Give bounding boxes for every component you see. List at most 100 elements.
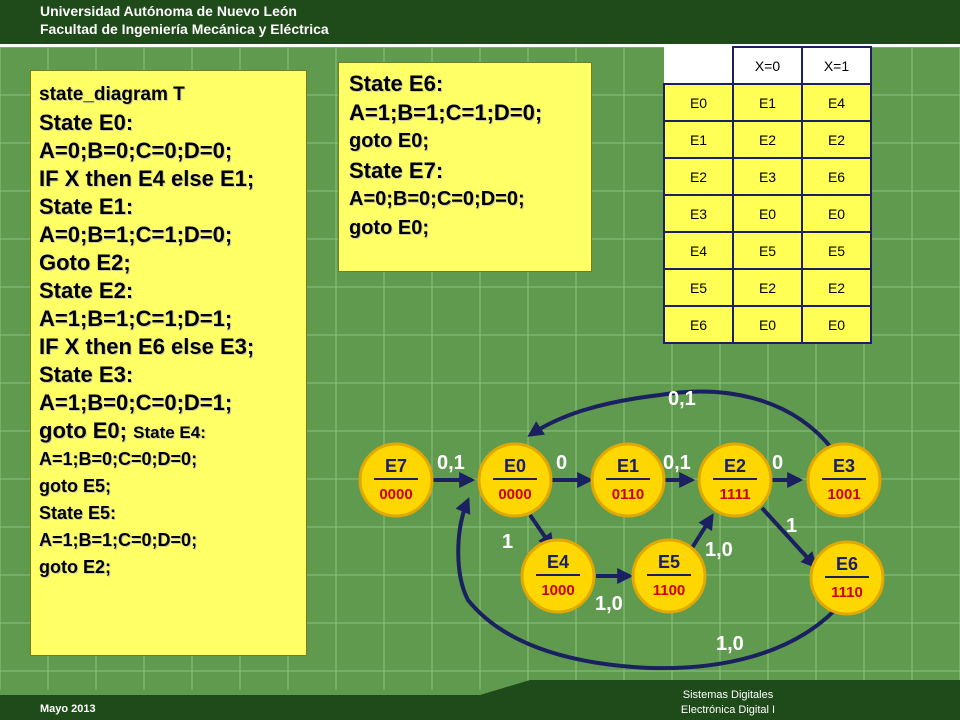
code-line: State E1: bbox=[39, 194, 134, 219]
state-code: 0000 bbox=[498, 486, 531, 503]
state-cell: E5 bbox=[663, 268, 734, 307]
code-line: Goto E2; bbox=[39, 250, 131, 275]
code-line: IF X then E6 else E3; bbox=[39, 334, 255, 359]
next-state-x0: E1 bbox=[732, 83, 803, 122]
code-line: A=0;B=0;C=0;D=0; bbox=[349, 188, 525, 210]
state-code: 1100 bbox=[653, 582, 686, 599]
state-name: E4 bbox=[547, 552, 569, 572]
next-state-x1: E5 bbox=[801, 231, 872, 270]
code-line: A=1;B=1;C=1;D=1; bbox=[39, 306, 233, 331]
edge-label: 0,1 bbox=[663, 452, 691, 474]
code-line: State E5: bbox=[39, 503, 117, 523]
state-name: E6 bbox=[836, 554, 858, 574]
edge-label: 1 bbox=[502, 531, 513, 553]
code-line: State E6: bbox=[349, 71, 444, 96]
state-name: E1 bbox=[617, 456, 639, 476]
next-state-x0: E3 bbox=[732, 157, 803, 196]
state-cell: E1 bbox=[663, 120, 734, 159]
state-cell: E6 bbox=[663, 305, 734, 344]
state-node-e4: E4 1000 bbox=[520, 538, 596, 614]
code-line: A=0;B=1;C=1;D=0; bbox=[39, 222, 233, 247]
next-state-x1: E2 bbox=[801, 120, 872, 159]
state-code: 1111 bbox=[720, 486, 751, 503]
state-code: 1110 bbox=[831, 584, 863, 601]
edge-e3-e0 bbox=[527, 389, 835, 452]
state-node-e7: E7 0000 bbox=[358, 442, 434, 518]
footer-course: Sistemas Digitales bbox=[682, 689, 774, 701]
code-line: IF X then E4 else E1; bbox=[39, 166, 255, 191]
code-line-combined: goto E0; State E4: bbox=[39, 417, 306, 446]
university-name: Universidad Autónoma de Nuevo León bbox=[40, 3, 297, 19]
code-line: A=1;B=0;C=0;D=1; bbox=[39, 390, 233, 415]
next-state-x0: E5 bbox=[732, 231, 803, 270]
code-line: State E2: bbox=[39, 278, 134, 303]
state-cell: E4 bbox=[663, 231, 734, 270]
code-line: goto E0; bbox=[349, 130, 429, 152]
state-name: E7 bbox=[385, 456, 407, 476]
state-name: E5 bbox=[658, 552, 680, 572]
next-state-x1: E0 bbox=[801, 194, 872, 233]
next-state-x1: E0 bbox=[801, 305, 872, 344]
code-line: A=1;B=1;C=1;D=0; bbox=[349, 100, 543, 125]
state-node-e5: E5 1100 bbox=[631, 538, 707, 614]
state-code: 0110 bbox=[612, 486, 645, 503]
state-name: E3 bbox=[833, 456, 855, 476]
edge-label: 0,1 bbox=[437, 452, 465, 474]
footer-date: Mayo 2013 bbox=[40, 703, 96, 715]
state-node-e1: E1 0110 bbox=[590, 442, 666, 518]
next-state-x0: E2 bbox=[732, 120, 803, 159]
code-line: State E4: bbox=[133, 423, 206, 442]
state-cell: E0 bbox=[663, 83, 734, 122]
state-code: 1000 bbox=[541, 582, 574, 599]
state-code: 1001 bbox=[827, 486, 860, 503]
code-line: State E0: bbox=[39, 110, 134, 135]
diagram-nodes: E70000E00000E10110E21111E31001E41000E511… bbox=[358, 442, 885, 616]
state-name: E0 bbox=[504, 456, 526, 476]
next-state-x0: E0 bbox=[732, 194, 803, 233]
state-code-box-right: State E6: A=1;B=1;C=1;D=0; goto E0; Stat… bbox=[338, 62, 592, 272]
edge-e5-e2 bbox=[690, 513, 714, 550]
footer-course-subtitle: Electrónica Digital I bbox=[680, 704, 776, 716]
next-state-x0: E0 bbox=[732, 305, 803, 344]
code-line: goto E2; bbox=[39, 557, 111, 577]
next-state-x1: E4 bbox=[801, 83, 872, 122]
faculty-name: Facultad de Ingeniería Mecánica y Eléctr… bbox=[40, 21, 329, 37]
state-cell: E2 bbox=[663, 157, 734, 196]
edge-e2-e6 bbox=[760, 506, 818, 569]
next-state-x1: E6 bbox=[801, 157, 872, 196]
code-line: goto E0; bbox=[39, 418, 127, 443]
column-header: X=1 bbox=[801, 46, 872, 85]
edge-label: 0,1 bbox=[668, 388, 696, 410]
table-corner bbox=[664, 47, 734, 85]
state-cell: E3 bbox=[663, 194, 734, 233]
state-node-e0: E0 0000 bbox=[477, 442, 553, 518]
edge-labels: 0,1 0 0,1 0 0,1 1 1,0 1,0 1 1,0 bbox=[437, 388, 797, 655]
edge-label: 1,0 bbox=[716, 633, 744, 655]
code-line: state_diagram T bbox=[39, 84, 185, 105]
edge-label: 1 bbox=[786, 515, 797, 537]
edge-label: 1,0 bbox=[595, 593, 623, 615]
state-code-box-left: state_diagram T State E0: A=0;B=0;C=0;D=… bbox=[30, 70, 307, 656]
next-state-x0: E2 bbox=[732, 268, 803, 307]
state-code: 0000 bbox=[379, 486, 412, 503]
edge-label: 0 bbox=[772, 452, 783, 474]
code-line: goto E0; bbox=[349, 217, 429, 239]
edge-label: 1,0 bbox=[705, 539, 733, 561]
code-line: A=0;B=0;C=0;D=0; bbox=[39, 138, 233, 163]
next-state-x1: E2 bbox=[801, 268, 872, 307]
code-line: A=1;B=0;C=0;D=0; bbox=[39, 449, 198, 469]
diagram-edges bbox=[432, 389, 837, 671]
edge-e6-e0 bbox=[455, 497, 837, 671]
edge-label: 0 bbox=[556, 452, 567, 474]
table-header-row: X=0 X=1 bbox=[664, 46, 872, 85]
column-header: X=0 bbox=[732, 46, 803, 85]
